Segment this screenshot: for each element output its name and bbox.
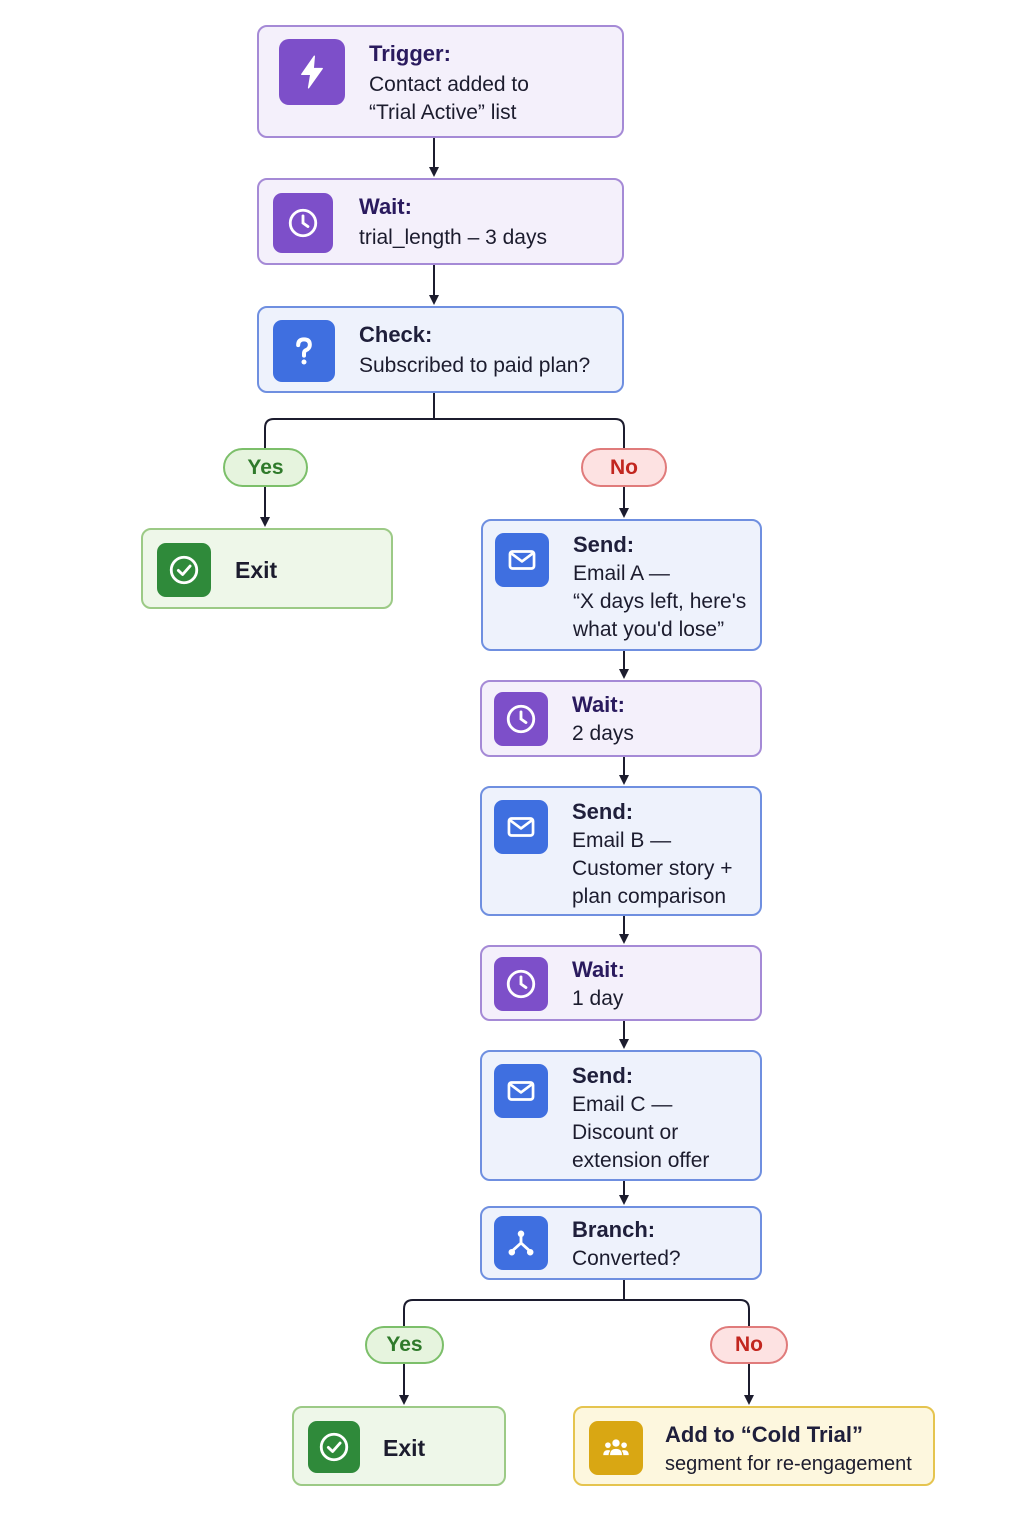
send-email-b-node[interactable]: Send: Email B — Customer story + plan co…	[480, 786, 762, 916]
wait-3-line: 1 day	[572, 987, 624, 1010]
send-b-line-2: Customer story +	[572, 857, 733, 880]
branch-line: Converted?	[572, 1247, 681, 1270]
branch-no-label: No	[710, 1326, 788, 1364]
send-c-line-3: extension offer	[572, 1149, 710, 1172]
wait-2-line: 2 days	[572, 722, 634, 745]
trigger-title: Trigger:	[369, 41, 451, 66]
send-b-title: Send:	[572, 799, 634, 824]
wait-2-title: Wait:	[572, 692, 625, 717]
envelope-icon	[495, 533, 549, 587]
people-group-icon	[589, 1421, 643, 1475]
send-a-line-1: Email A —	[573, 562, 670, 585]
send-b-line-1: Email B —	[572, 829, 672, 852]
cold-trial-title: Add to “Cold Trial”	[665, 1422, 863, 1447]
wait-node-2[interactable]: Wait: 2 days	[480, 680, 762, 757]
lightning-icon	[279, 39, 345, 105]
envelope-icon	[494, 800, 548, 854]
cold-trial-node[interactable]: Add to “Cold Trial” segment for re-engag…	[573, 1406, 935, 1486]
trigger-node[interactable]: Trigger: Contact added to “Trial Active”…	[257, 25, 624, 138]
clock-icon	[273, 193, 333, 253]
check-title: Check:	[359, 322, 433, 347]
check-circle-icon	[308, 1421, 360, 1473]
wait-node-3[interactable]: Wait: 1 day	[480, 945, 762, 1021]
send-c-line-2: Discount or	[572, 1121, 679, 1144]
wait-3-title: Wait:	[572, 957, 625, 982]
trigger-line-1: Contact added to	[369, 73, 529, 96]
wait-node-1[interactable]: Wait: trial_length – 3 days	[257, 178, 624, 265]
send-a-title: Send:	[573, 532, 635, 557]
send-c-line-1: Email C —	[572, 1093, 673, 1116]
check-circle-icon	[157, 543, 211, 597]
wait-1-line: trial_length – 3 days	[359, 226, 547, 249]
check-yes-label: Yes	[223, 448, 308, 487]
clock-icon	[494, 957, 548, 1011]
branch-title: Branch:	[572, 1217, 656, 1242]
send-c-title: Send:	[572, 1063, 634, 1088]
exit-1-label: Exit	[235, 557, 278, 583]
send-email-c-node[interactable]: Send: Email C — Discount or extension of…	[480, 1050, 762, 1181]
send-b-line-3: plan comparison	[572, 885, 727, 908]
send-a-line-3: what you'd lose”	[573, 618, 725, 641]
trigger-line-2: “Trial Active” list	[369, 101, 517, 124]
envelope-icon	[494, 1064, 548, 1118]
check-line: Subscribed to paid plan?	[359, 354, 591, 377]
exit-node-2[interactable]: Exit	[292, 1406, 506, 1486]
cold-trial-line: segment for re-engagement	[665, 1453, 912, 1475]
clock-icon	[494, 692, 548, 746]
branch-yes-label: Yes	[365, 1326, 444, 1364]
branch-icon	[494, 1216, 548, 1270]
question-icon	[273, 320, 335, 382]
check-no-label: No	[581, 448, 667, 487]
branch-node[interactable]: Branch: Converted?	[480, 1206, 762, 1280]
wait-1-title: Wait:	[359, 194, 412, 219]
check-node[interactable]: Check: Subscribed to paid plan?	[257, 306, 624, 393]
send-a-line-2: “X days left, here's	[573, 590, 747, 613]
send-email-a-node[interactable]: Send: Email A — “X days left, here's wha…	[481, 519, 762, 651]
exit-2-label: Exit	[383, 1435, 426, 1461]
exit-node-1[interactable]: Exit	[141, 528, 393, 609]
